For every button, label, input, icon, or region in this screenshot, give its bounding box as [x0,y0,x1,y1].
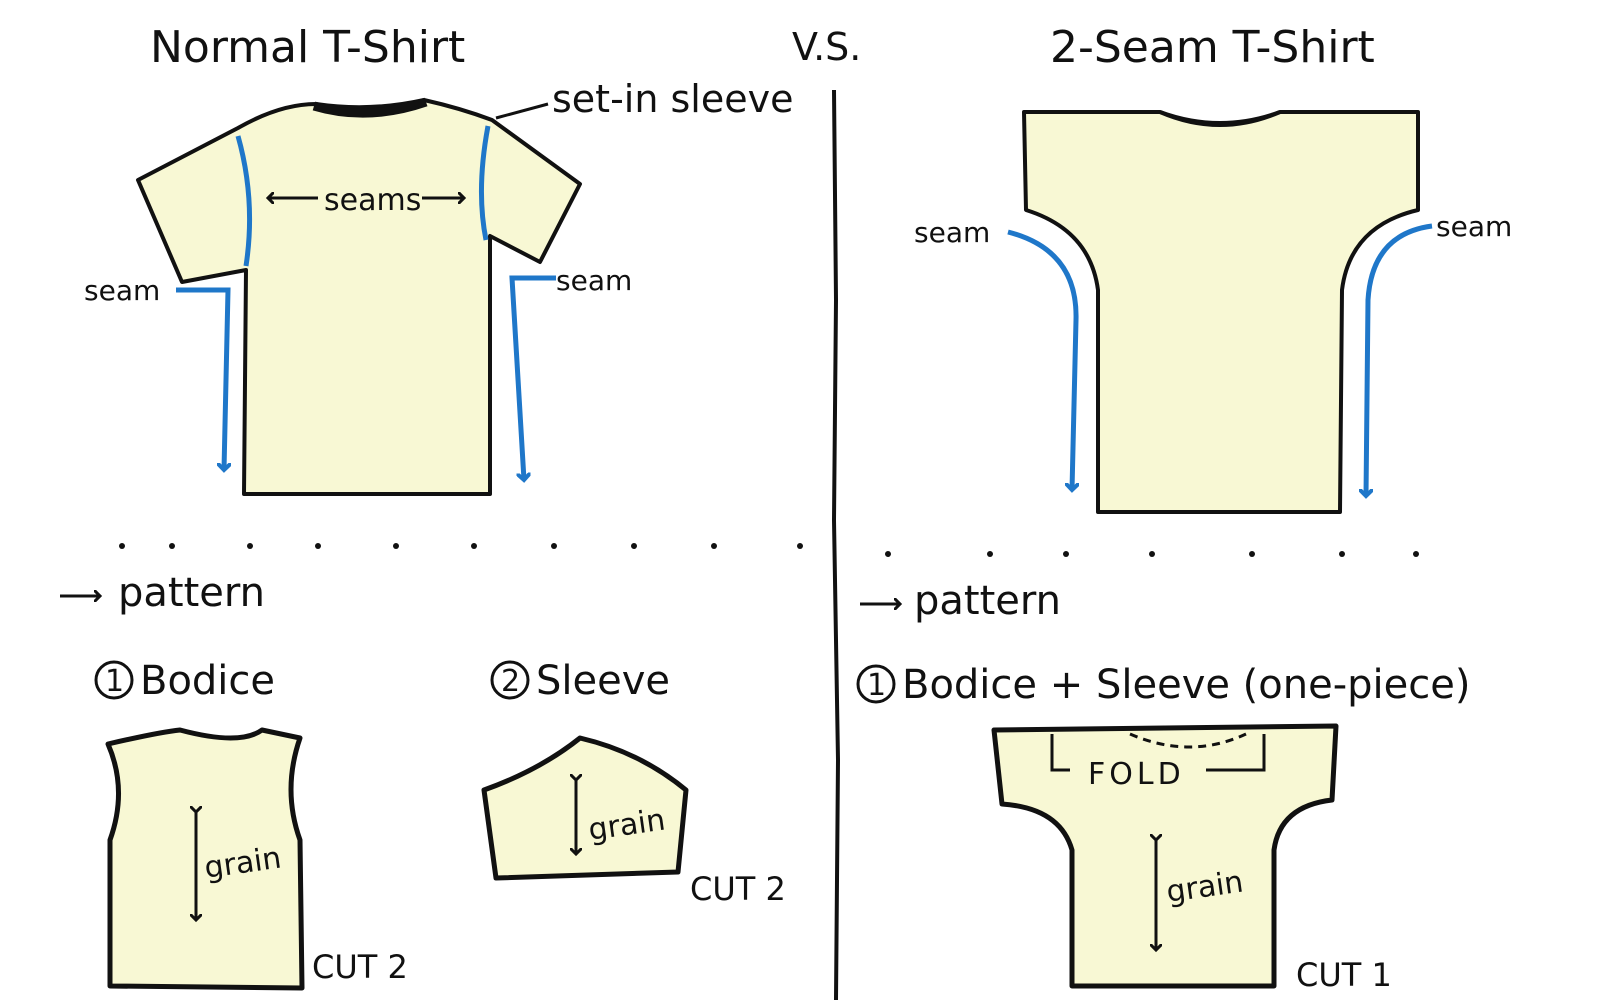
left-dotted-separator [119,543,803,549]
right-piece-number: 1 [867,668,886,703]
normal-tshirt-collar [312,97,428,118]
two-seam-neckline [1159,110,1281,127]
fold-bracket [1050,734,1266,772]
piece2-number: 2 [501,664,520,699]
fold-neckline-dashed [1129,732,1247,749]
one-piece-pattern [991,723,1339,989]
right-piece-name: Bodice + Sleeve (one-piece) [902,662,1470,708]
two-seam-right-seam [1366,223,1433,496]
setin-sleeve-label: set-in sleeve [552,77,794,121]
sleeve-cut-label: CUT 2 [690,870,786,908]
vs-label: V.S. [792,25,861,69]
one-piece-cut-label: CUT 1 [1296,956,1392,994]
right-armhole-seam [478,125,491,241]
piece2-number-circle [490,660,530,700]
right-pattern-label: pattern [914,578,1061,624]
two-seam-tshirt-body [1022,110,1420,514]
two-seam-tshirt-illustration [1007,110,1433,514]
right-seam-label-1: seam [914,216,990,249]
fold-label: FOLD [1088,757,1185,792]
seams-label: seams [324,183,421,218]
right-title: 2-Seam T-Shirt [1050,22,1375,73]
bodice-pattern-piece [105,727,305,991]
right-side-seam [509,275,556,480]
left-title: Normal T-Shirt [150,22,465,73]
bodice-cut-label: CUT 2 [312,948,408,986]
left-armhole-seam [235,135,253,267]
piece1-name: Bodice [140,658,275,704]
two-seam-left-seam [1007,229,1076,490]
right-dotted-separator [885,551,1419,557]
right-seam-label-2: seam [1436,210,1512,243]
center-divider [831,89,841,1001]
piece2-name: Sleeve [536,658,670,704]
left-seam-label-2: seam [556,264,632,297]
piece1-number: 1 [105,664,124,699]
left-side-seam [176,287,228,470]
sleeve-pattern-piece [481,735,689,881]
setin-pointer [495,102,549,120]
normal-tshirt-illustration [136,97,582,496]
right-piece-number-circle [856,664,896,704]
piece1-number-circle [94,660,134,700]
left-pattern-label: pattern [118,570,265,616]
left-seam-label-1: seam [84,274,160,307]
